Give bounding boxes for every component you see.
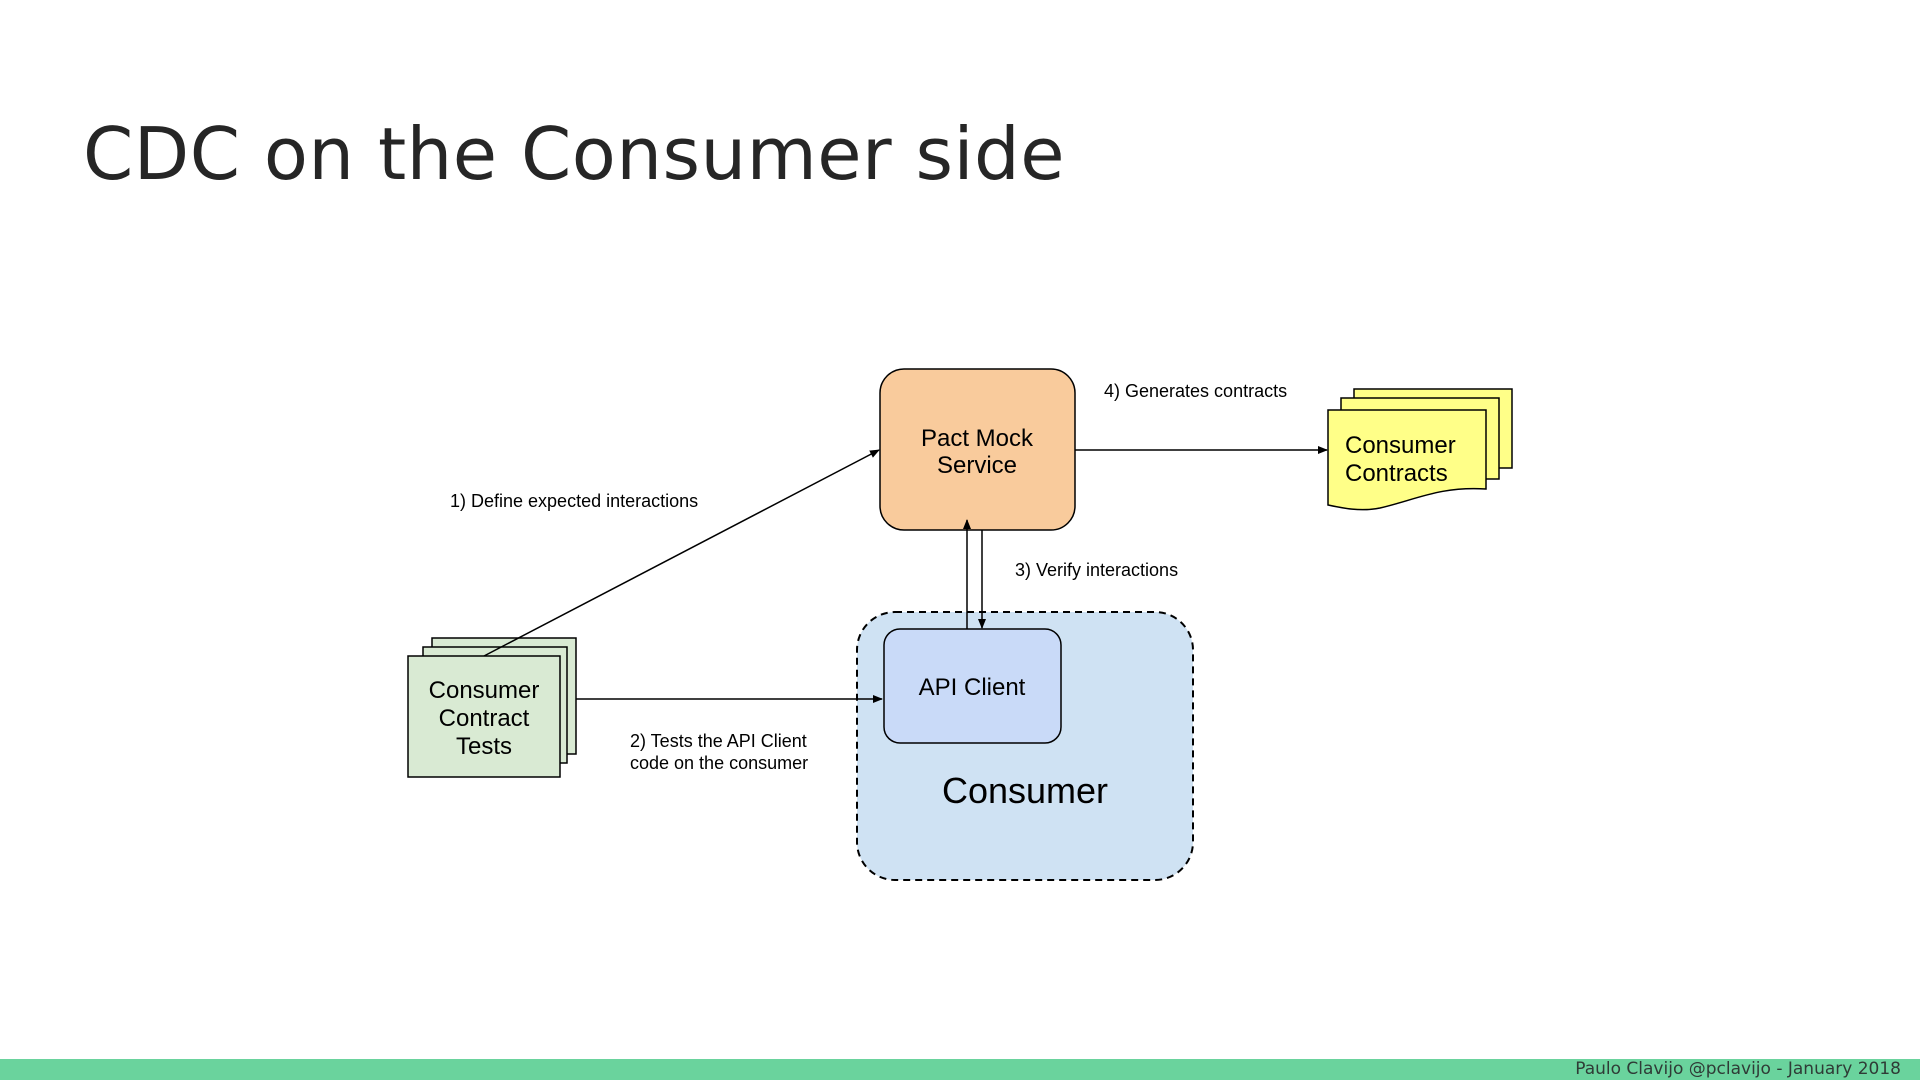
footer-credit: Paulo Clavijo @pclavijo - January 2018 <box>1575 1059 1901 1079</box>
edge-tests-label-line1: 2) Tests the API Client <box>630 731 807 751</box>
edge-generates-label: 4) Generates contracts <box>1104 381 1287 401</box>
edge-define-arrow <box>483 449 880 657</box>
footer-bar <box>0 1059 1920 1080</box>
api-client-label: API Client <box>919 674 1026 701</box>
edge-tests-label-line2: code on the consumer <box>630 753 808 773</box>
pact-mock-service-label-line1: Pact Mock <box>921 425 1034 452</box>
consumer-contract-tests-label-line2: Contract <box>439 705 530 732</box>
consumer-contract-tests-stack <box>407 637 577 778</box>
edge-define-label: 1) Define expected interactions <box>450 491 698 511</box>
edge-verify-label: 3) Verify interactions <box>1015 560 1178 580</box>
consumer-contract-tests-label-line1: Consumer <box>429 677 540 704</box>
consumer-contracts-label-line1: Consumer <box>1345 432 1456 459</box>
api-client-box <box>883 628 1062 744</box>
consumer-label: Consumer <box>942 770 1108 811</box>
consumer-contract-tests-label-line3: Tests <box>456 733 512 760</box>
pact-mock-service-label-line2: Service <box>937 452 1017 479</box>
consumer-contracts-label-line2: Contracts <box>1345 460 1448 487</box>
consumer-contracts-stack <box>1327 388 1513 511</box>
slide-title: CDC on the Consumer side <box>83 112 1066 196</box>
